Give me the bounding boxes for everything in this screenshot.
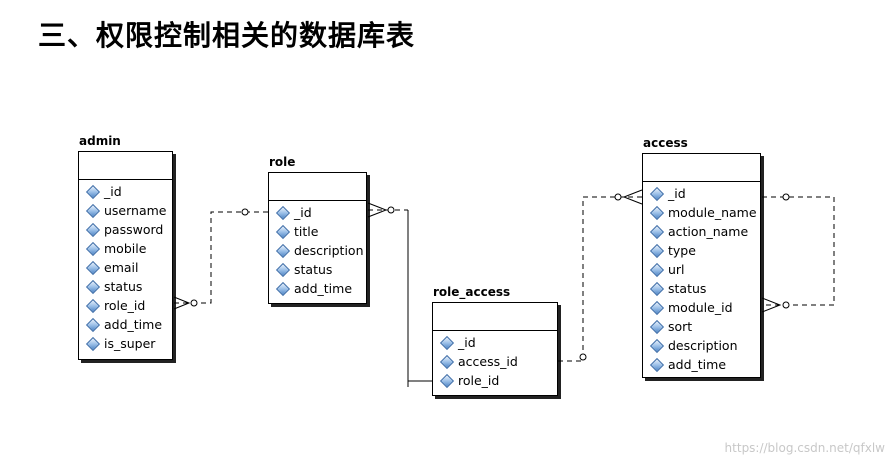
access-field-status: status: [649, 279, 760, 298]
admin-table-header: [79, 152, 172, 180]
field-name: module_id: [668, 300, 733, 315]
role-table-title: role: [269, 155, 296, 169]
field-name: _id: [668, 186, 686, 201]
role-access-table-title: role_access: [433, 285, 511, 299]
field-name: add_time: [104, 317, 163, 332]
admin-role-relationship: [173, 208, 268, 310]
field-name: description: [294, 243, 364, 258]
admin-field-email: email: [85, 258, 172, 277]
role-field-status: status: [275, 260, 366, 279]
field-name: add_time: [294, 281, 353, 296]
role-field-add-time: add_time: [275, 279, 366, 298]
field-name: role_id: [104, 298, 146, 313]
admin-field-status: status: [85, 277, 172, 296]
admin-table: _id username password mobile email status role…: [78, 151, 173, 360]
field-name: _id: [104, 184, 122, 199]
access-field-type: type: [649, 241, 760, 260]
page-title: 三、权限控制相关的数据库表: [38, 19, 416, 52]
admin-field-username: username: [85, 201, 172, 220]
role-access-field-role-id: role_id: [439, 371, 557, 390]
roleaccess-access-relationship: [558, 189, 643, 362]
field-name: password: [104, 222, 164, 237]
role-roleaccess-relationship: [367, 202, 432, 387]
role-field-title: title: [275, 222, 366, 241]
field-name: type: [668, 243, 696, 258]
field-name: add_time: [668, 357, 727, 372]
role-table-header: [269, 173, 366, 201]
admin-field-list: _id username password mobile email status role…: [79, 180, 172, 353]
admin-field-add-time: add_time: [85, 315, 172, 334]
role-field-description: description: [275, 241, 366, 260]
field-name: action_name: [668, 224, 749, 239]
field-name: access_id: [458, 354, 518, 369]
field-name: module_name: [668, 205, 757, 220]
access-table-title: access: [643, 136, 688, 150]
field-name: role_id: [458, 373, 500, 388]
role-access-table-header: [433, 303, 557, 331]
admin-field-mobile: mobile: [85, 239, 172, 258]
admin-field-password: password: [85, 220, 172, 239]
field-name: status: [294, 262, 333, 277]
watermark: https://blog.csdn.net/qfxlw: [724, 441, 885, 455]
access-self-relationship: [761, 193, 835, 313]
access-field-sort: sort: [649, 317, 760, 336]
field-name: status: [104, 279, 143, 294]
access-field-url: url: [649, 260, 760, 279]
field-name: url: [668, 262, 685, 277]
field-name: _id: [294, 205, 312, 220]
access-field-action-name: action_name: [649, 222, 760, 241]
access-field-module-id: module_id: [649, 298, 760, 317]
role-field-id: _id: [275, 203, 366, 222]
admin-table-title: admin: [79, 134, 121, 148]
role-access-field-list: _id access_id role_id: [433, 331, 557, 390]
role-access-field-access-id: access_id: [439, 352, 557, 371]
field-name: description: [668, 338, 738, 353]
access-field-description: description: [649, 336, 760, 355]
field-name: username: [104, 203, 167, 218]
field-name: email: [104, 260, 139, 275]
field-name: sort: [668, 319, 693, 334]
admin-field-is-super: is_super: [85, 334, 172, 353]
admin-field-role-id: role_id: [85, 296, 172, 315]
field-name: title: [294, 224, 319, 239]
admin-field-id: _id: [85, 182, 172, 201]
role-access-field-id: _id: [439, 333, 557, 352]
access-field-add-time: add_time: [649, 355, 760, 374]
field-name: mobile: [104, 241, 147, 256]
field-name: is_super: [104, 336, 156, 351]
role-access-table: _id access_id role_id: [432, 302, 558, 396]
access-field-id: _id: [649, 184, 760, 203]
field-name: status: [668, 281, 707, 296]
access-field-module-name: module_name: [649, 203, 760, 222]
access-table-header: [643, 154, 760, 182]
field-name: _id: [458, 335, 476, 350]
